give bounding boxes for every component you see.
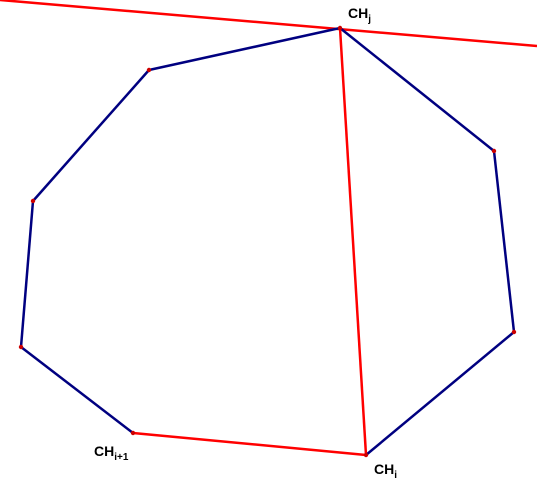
hull-vertices	[18, 25, 517, 458]
vertex-lower-left	[18, 344, 24, 350]
vertex-upper-right	[491, 148, 497, 154]
label-ch-i1-sub: i+1	[114, 452, 129, 463]
vertex-ch-i1	[130, 430, 136, 436]
label-ch-j-base: CH	[348, 5, 368, 21]
label-ch-i-sub: i	[394, 470, 397, 481]
vertex-upper-left	[30, 198, 36, 204]
supporting-line	[0, 0, 537, 48]
hull-edge-upper-right-chj	[339, 27, 495, 152]
hull-edge-upper-left-lower-left	[19, 200, 35, 348]
hull-edge-top-left-upper-left	[32, 69, 150, 202]
vertex-ch-j	[337, 25, 343, 31]
vertex-lower-right	[511, 329, 517, 335]
hull-edge-lower-left-chi1	[20, 346, 134, 434]
hull-edge-lower-right-upper-right	[492, 150, 516, 333]
label-ch-i: CHi	[374, 461, 397, 481]
hull-edge-chi-lower-right	[365, 331, 515, 456]
hull-edges	[19, 26, 516, 456]
label-ch-j: CHj	[348, 5, 371, 25]
vertex-ch-i	[363, 452, 369, 458]
label-ch-i1: CHi+1	[94, 443, 129, 463]
hull-edge-chj-top-left	[148, 26, 341, 72]
diagonal-chj-chi	[338, 27, 368, 456]
vertex-top-left	[146, 67, 152, 73]
highlighted-edges	[132, 27, 368, 457]
label-ch-i1-base: CH	[94, 443, 114, 459]
label-ch-i-base: CH	[374, 461, 394, 477]
edge-chi1-chi	[132, 431, 367, 457]
label-ch-j-sub: j	[367, 14, 371, 25]
